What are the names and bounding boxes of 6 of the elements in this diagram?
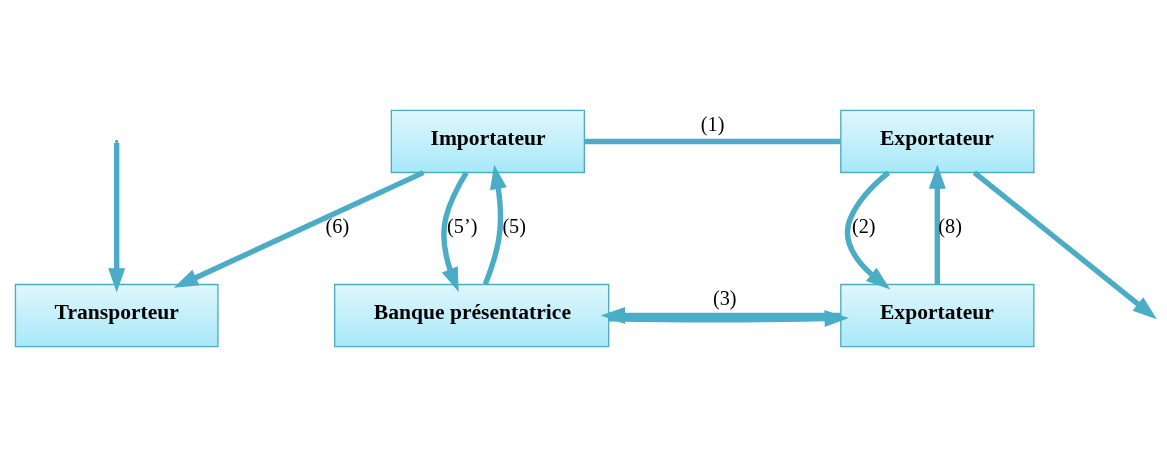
edge-label: (6) — [325, 215, 350, 238]
edge-label: (5) — [502, 215, 526, 238]
edge-label: (3) — [712, 286, 737, 309]
edge-label: (1) — [700, 112, 725, 135]
edge-label: (2) — [851, 215, 876, 238]
edge-label: (5’) — [447, 215, 478, 238]
